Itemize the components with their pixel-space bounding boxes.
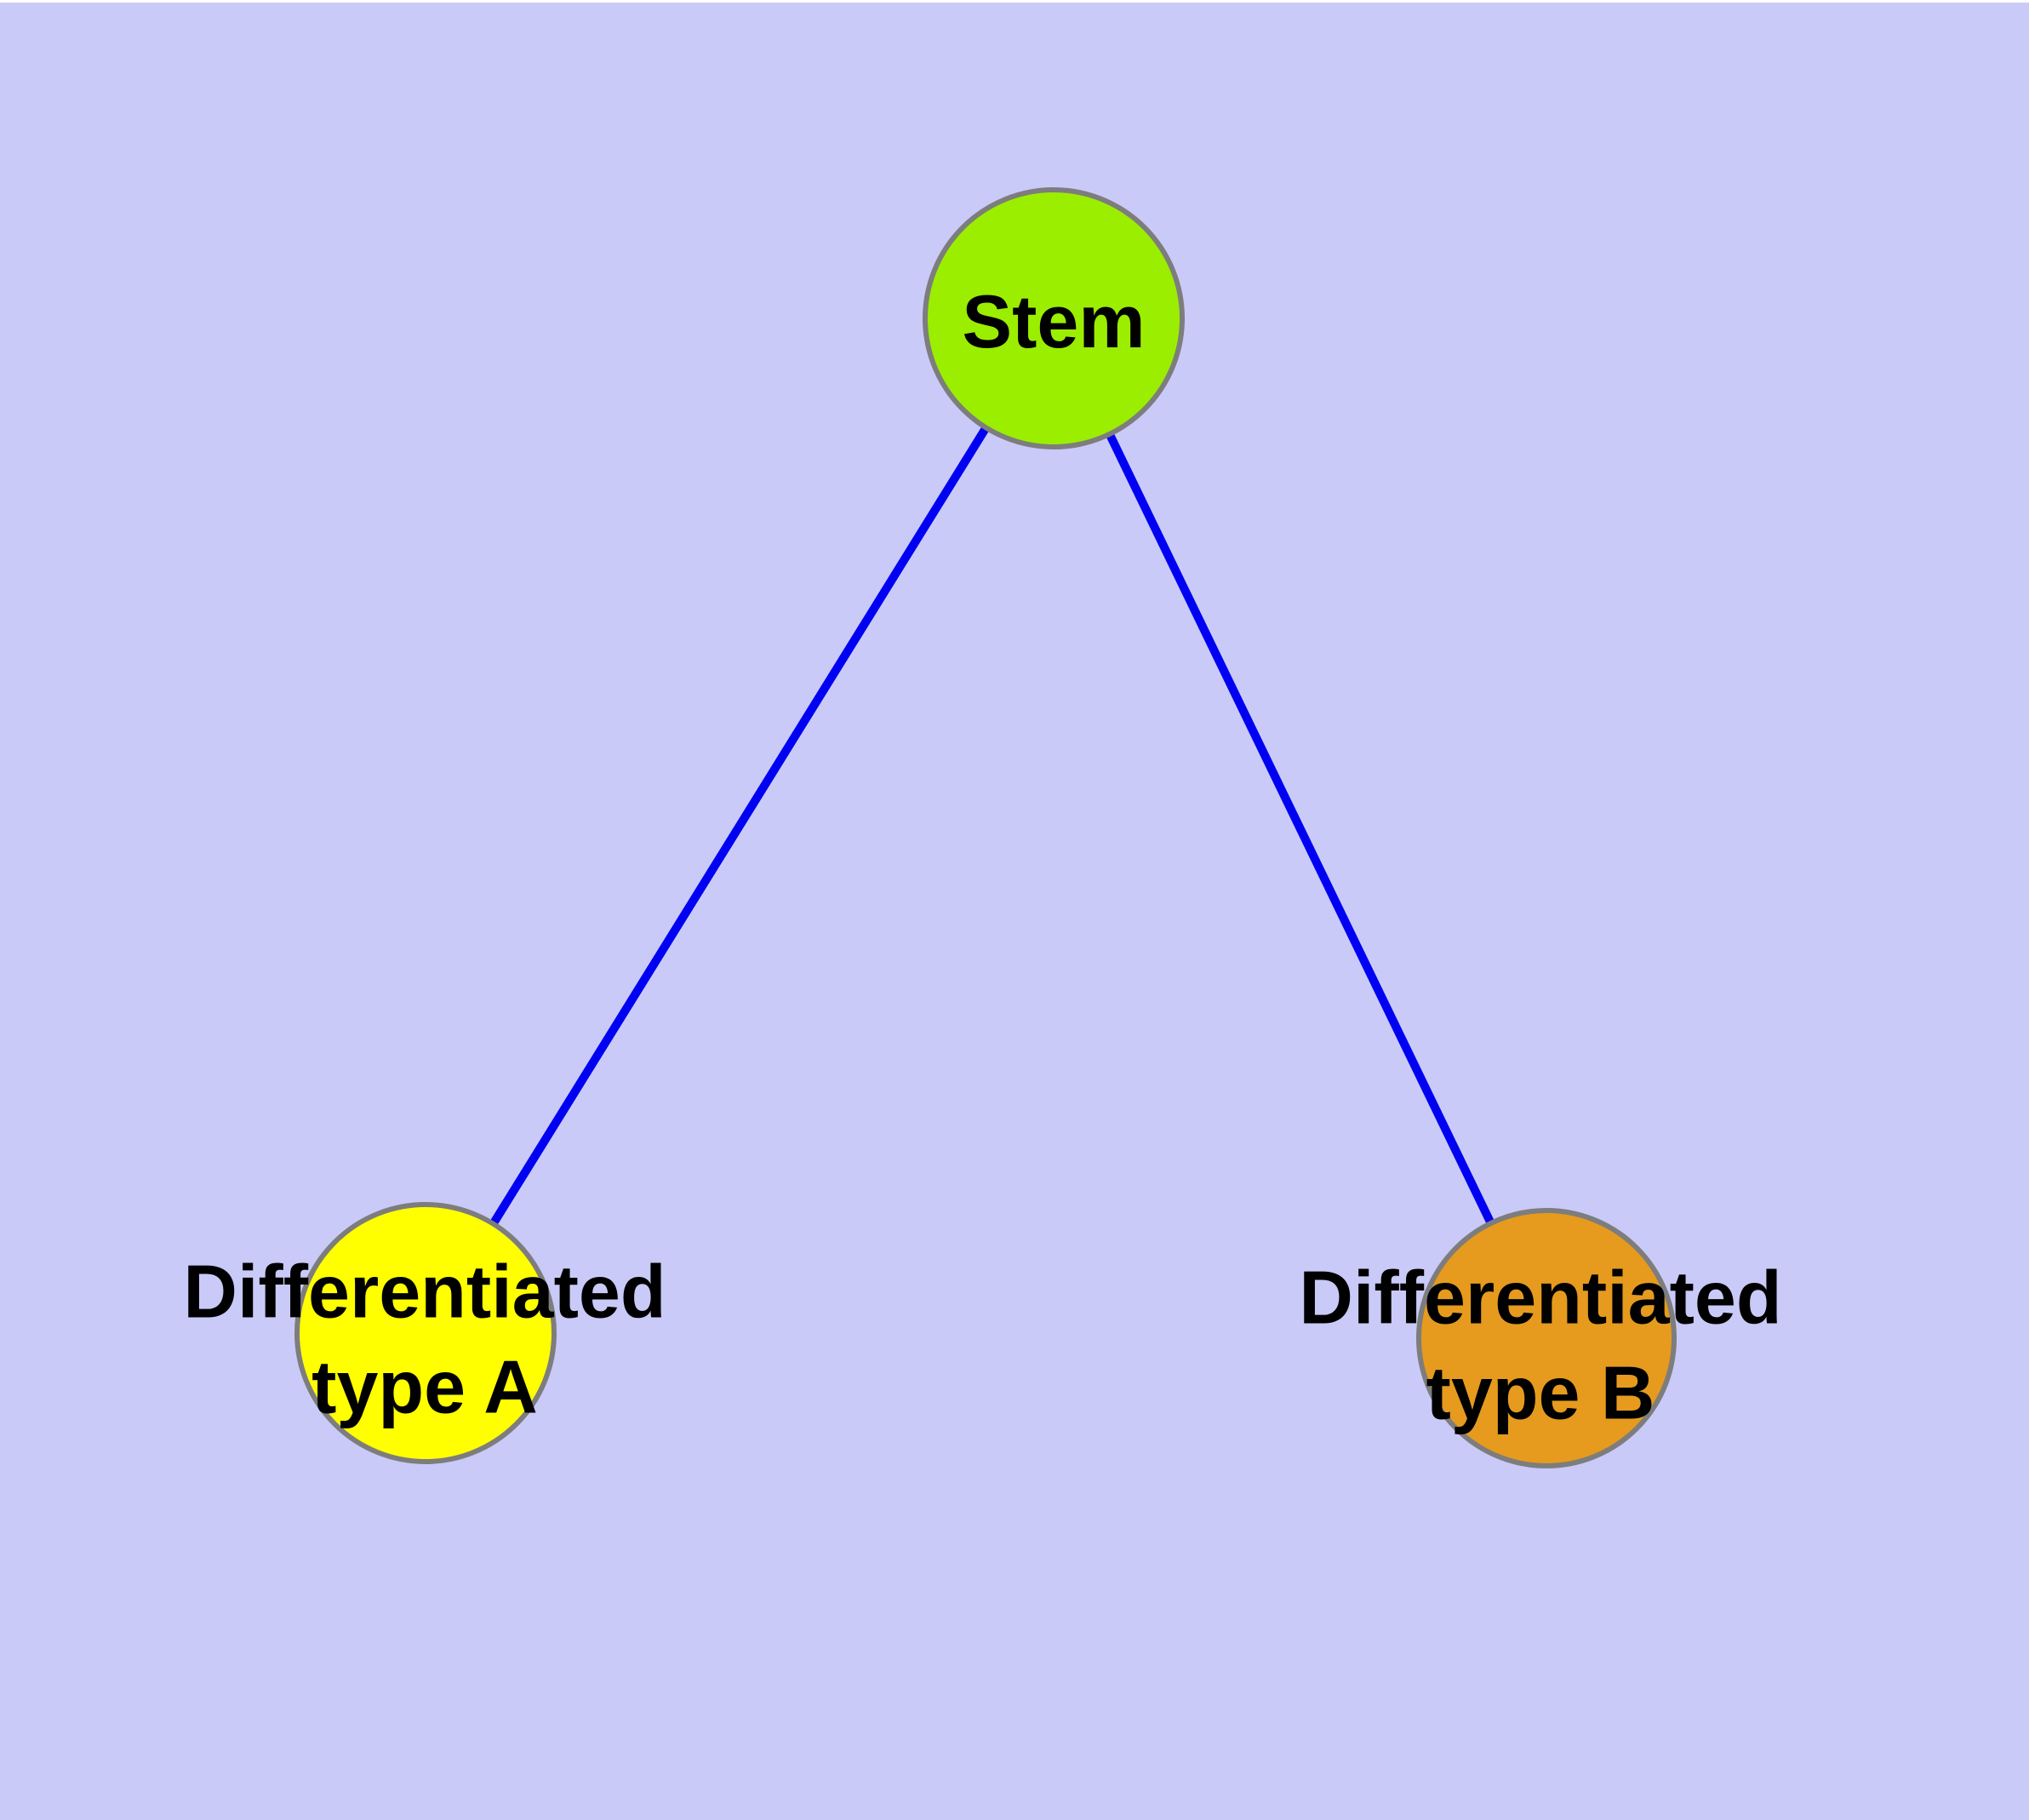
edge-stem-to-type-a: [421, 316, 1058, 1336]
node-differentiated-type-b: [1416, 1208, 1677, 1468]
node-differentiated-type-a: [294, 1202, 557, 1464]
node-stem: [923, 187, 1185, 449]
top-margin-strip: [0, 0, 2029, 3]
edge-stem-to-type-b: [1049, 316, 1551, 1341]
